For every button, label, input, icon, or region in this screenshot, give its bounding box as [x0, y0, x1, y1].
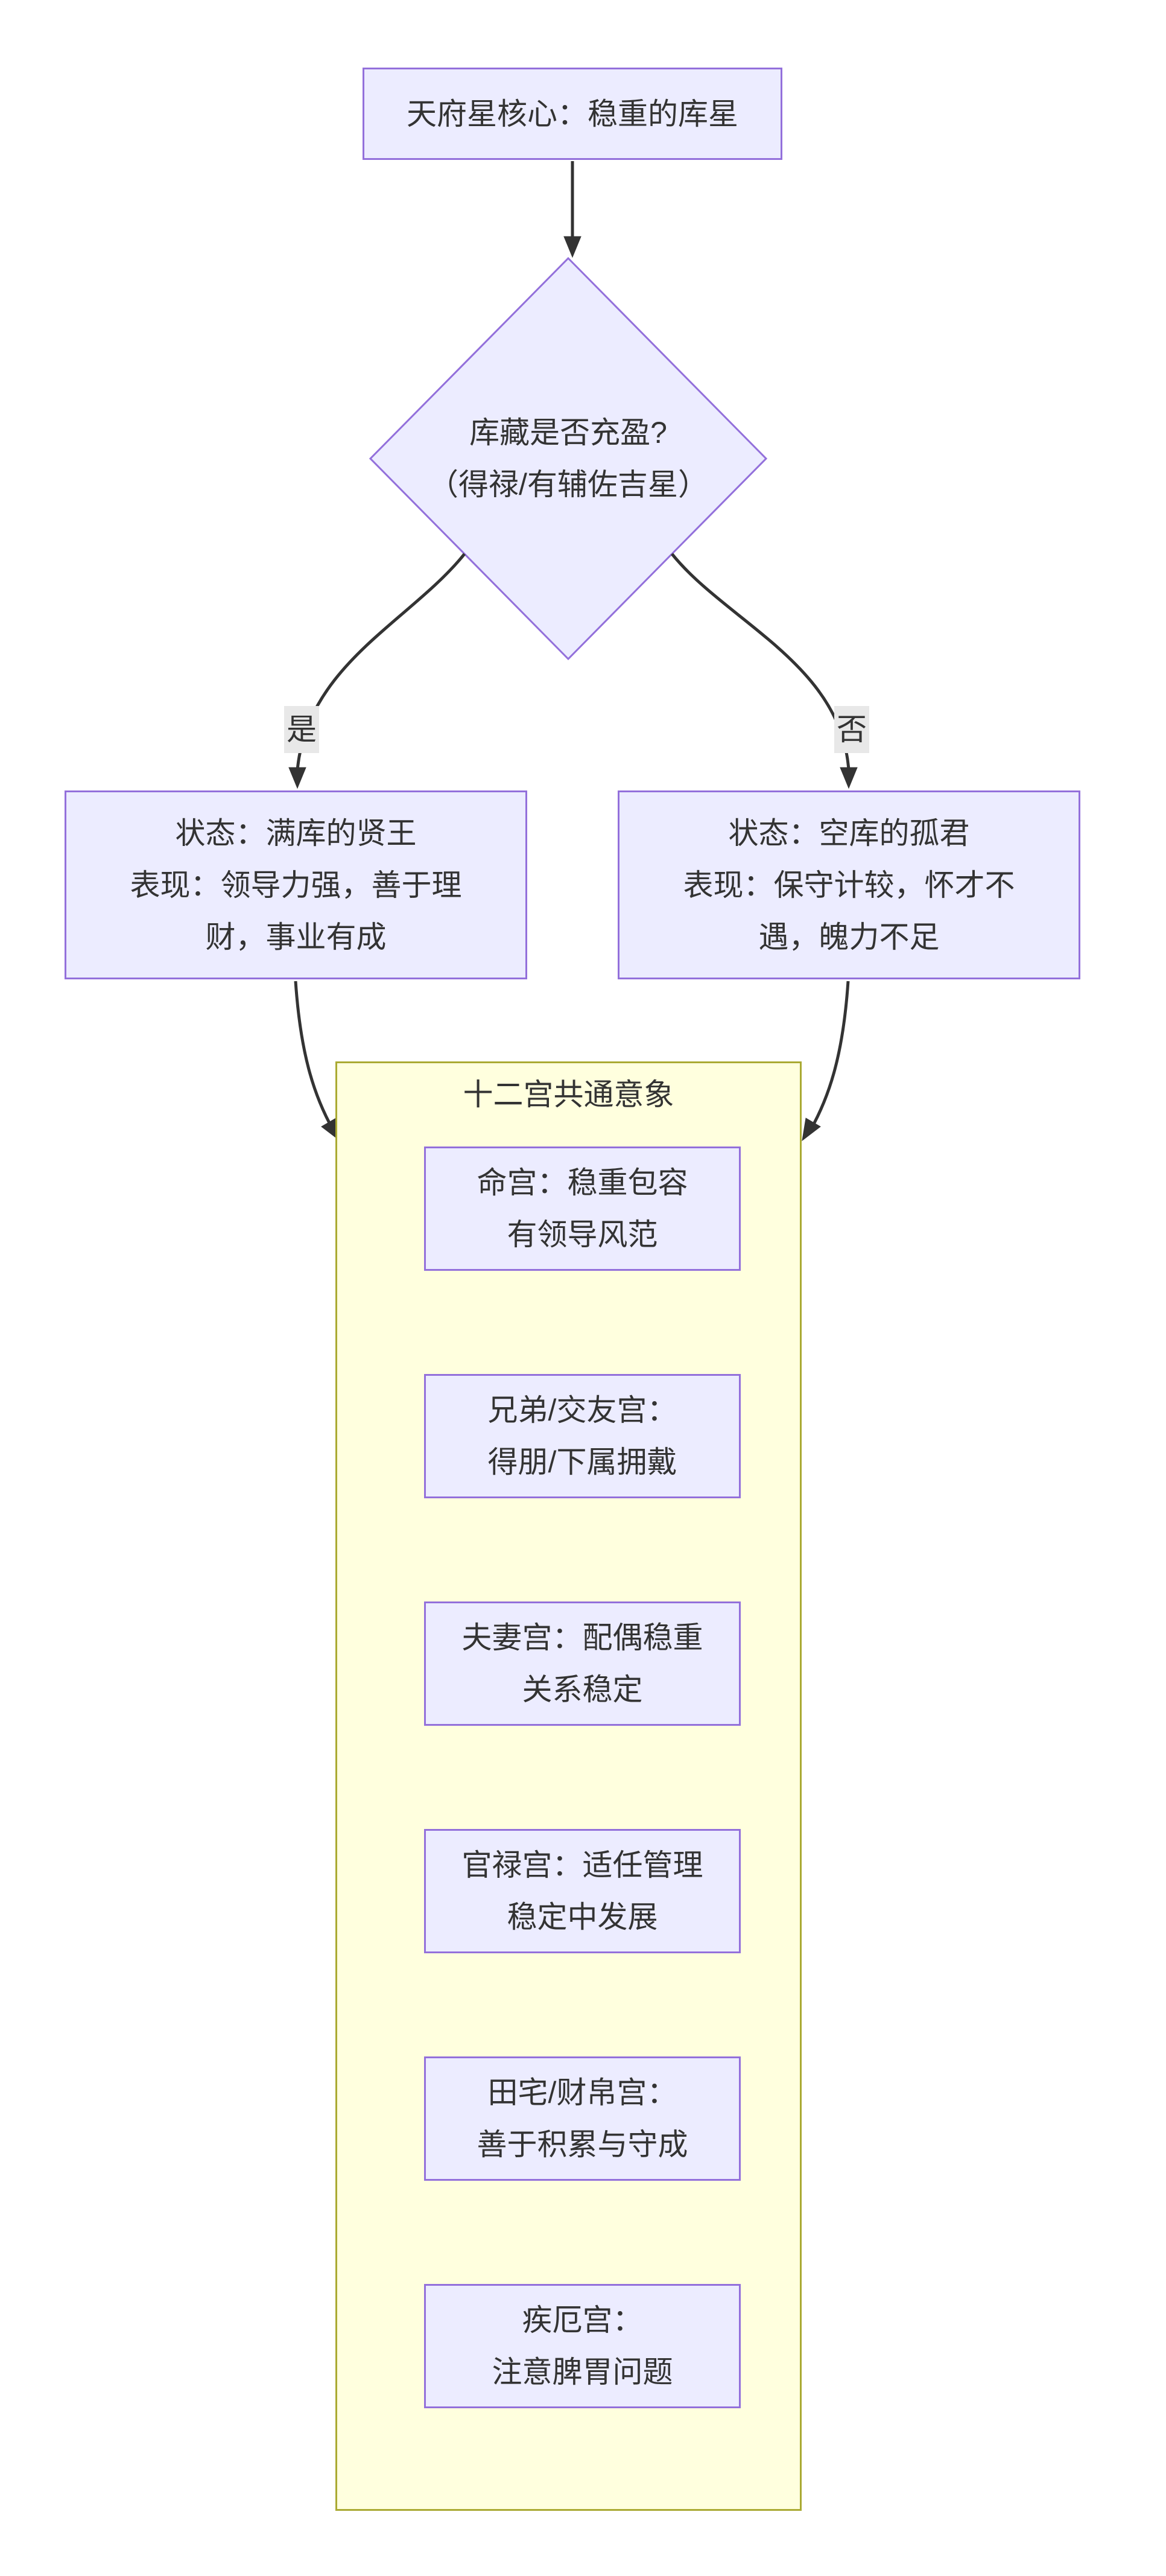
- full-state-text-line: 状态：满库的贤王: [175, 816, 417, 850]
- cluster-twelve-palaces: 十二宫共通意象 命宫：稳重包容 有领导风范 兄弟/交友宫： 得朋/下属拥戴 夫妻…: [335, 1061, 802, 2511]
- node-palace-health: 疾厄宫： 注意脾胃问题: [424, 2284, 741, 2408]
- full-state-text-line: 财，事业有成: [205, 920, 387, 954]
- edge-label-yes: 是: [284, 706, 319, 753]
- node-palace-ming: 命宫：稳重包容 有领导风范: [424, 1146, 741, 1271]
- node-decision-label: 库藏是否充盈? （得禄/有辅佐吉星）: [417, 386, 719, 531]
- empty-state-text-line: 状态：空库的孤君: [728, 816, 970, 850]
- palace-text-line: 疾厄宫：: [522, 2303, 643, 2337]
- palace-text-line: 官禄宫：适任管理: [461, 1848, 703, 1882]
- palace-text-line: 有领导风范: [507, 1218, 658, 1251]
- cluster-title: 十二宫共通意象: [463, 1078, 674, 1111]
- palace-text-line: 注意脾胃问题: [492, 2355, 673, 2389]
- node-empty-state: 状态：空库的孤君 表现：保守计较，怀才不 遇，魄力不足: [618, 790, 1080, 979]
- palace-text-line: 田宅/财帛宫：: [487, 2076, 677, 2110]
- node-palace-property-wealth: 田宅/财帛宫： 善于积累与守成: [424, 2056, 741, 2181]
- node-palace-career: 官禄宫：适任管理 稳定中发展: [424, 1829, 741, 1953]
- arrowhead-empty-to-cluster: [802, 1118, 821, 1142]
- node-palace-spouse: 夫妻宫：配偶稳重 关系稳定: [424, 1601, 741, 1726]
- node-root: 天府星核心：稳重的库星: [363, 68, 782, 160]
- decision-diamond-shape: [369, 256, 768, 661]
- edge-decision-to-empty: [671, 553, 851, 771]
- palace-text-line: 稳定中发展: [507, 1900, 658, 1934]
- palace-text-line: 兄弟/交友宫：: [487, 1393, 677, 1427]
- edge-empty-to-cluster: [809, 981, 850, 1131]
- full-state-text-line: 表现：领导力强，善于理: [130, 868, 462, 902]
- palace-text-line: 善于积累与守成: [477, 2128, 688, 2161]
- empty-state-text-line: 遇，魄力不足: [758, 920, 940, 954]
- arrowhead-decision-to-empty: [840, 767, 858, 789]
- edge-full-to-cluster: [294, 981, 335, 1131]
- edge-label-no: 否: [834, 706, 869, 753]
- arrowhead-root-to-decision: [563, 236, 581, 258]
- node-palace-siblings-friends: 兄弟/交友宫： 得朋/下属拥戴: [424, 1374, 741, 1498]
- decision-text-line: 库藏是否充盈?: [469, 416, 667, 450]
- palace-text-line: 得朋/下属拥戴: [487, 1445, 677, 1479]
- node-full-state: 状态：满库的贤王 表现：领导力强，善于理 财，事业有成: [65, 790, 527, 979]
- edge-decision-to-full: [296, 553, 466, 771]
- empty-state-text-line: 表现：保守计较，怀才不: [683, 868, 1015, 902]
- decision-text-line: （得禄/有辅佐吉星）: [428, 468, 708, 501]
- palace-text-line: 夫妻宫：配偶稳重: [461, 1621, 703, 1655]
- arrowhead-decision-to-full: [288, 767, 306, 789]
- palace-text-line: 命宫：稳重包容: [477, 1166, 688, 1200]
- palace-text-line: 关系稳定: [522, 1673, 643, 1706]
- node-root-text: 天府星核心：稳重的库星: [407, 97, 738, 131]
